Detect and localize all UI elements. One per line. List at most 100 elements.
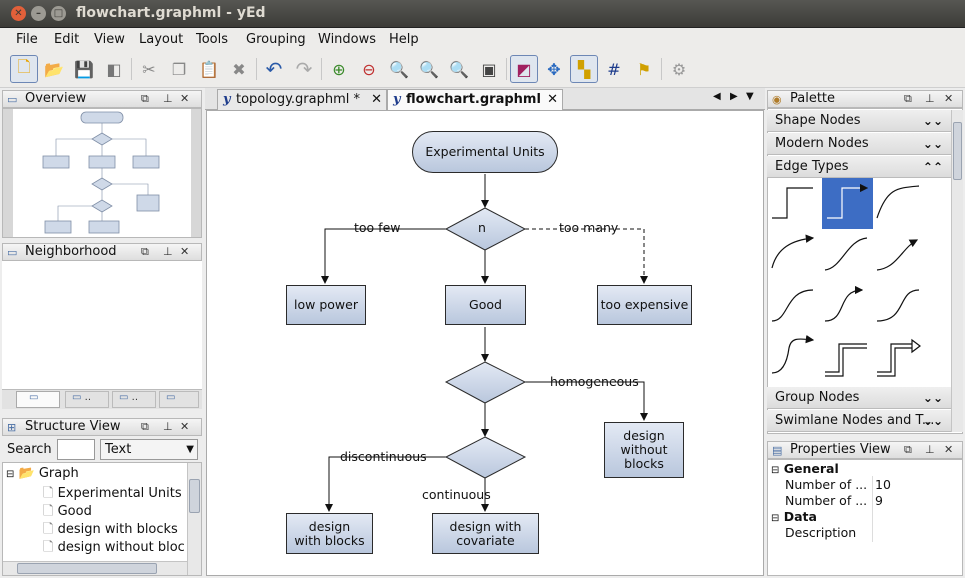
new-document-icon[interactable]: 🗋	[10, 55, 38, 83]
node-too-expensive[interactable]: too expensive	[597, 285, 692, 325]
tab-topology[interactable]: y topology.graphml * ✕	[217, 89, 387, 110]
neighborhood-view	[2, 261, 202, 389]
tree-item[interactable]: 🗋 Good	[43, 504, 92, 519]
pin-icon[interactable]: ⊥	[925, 92, 935, 105]
palette-section-modern-nodes[interactable]: Modern Nodes⌄⌄	[767, 133, 951, 155]
close-tab-icon[interactable]: ✕	[547, 92, 558, 107]
redo-icon[interactable]: ↷	[295, 57, 313, 81]
palette-section-swimlane-nodes[interactable]: Swimlane Nodes and T...⌄⌄	[767, 410, 951, 432]
edge-types-grid[interactable]	[767, 178, 951, 384]
neighborhood-tab-2[interactable]: ▭ ..	[65, 391, 109, 408]
menu-view[interactable]: View	[94, 32, 125, 47]
collapse-icon: ⌃⌃	[922, 160, 943, 174]
document-icon: 🗋	[43, 486, 54, 501]
close-icon[interactable]: ✕	[944, 92, 954, 105]
tree-item[interactable]: 🗋 design without bloc	[43, 540, 185, 555]
tab-list-icon[interactable]: ▼	[746, 91, 754, 102]
edge-type-orthogonal-arrow	[827, 183, 869, 219]
close-icon[interactable]: ✕	[180, 420, 190, 433]
pin-icon[interactable]: ⊥	[163, 245, 173, 258]
node-design-with-blocks[interactable]: design with blocks	[286, 513, 373, 554]
palette-section-edge-types[interactable]: Edge Types⌃⌃	[767, 156, 951, 178]
property-value[interactable]: 10	[875, 477, 891, 492]
pin-icon[interactable]: ⊥	[925, 443, 935, 456]
zoom-original-icon[interactable]: 🔍	[389, 59, 409, 79]
menu-tools[interactable]: Tools	[196, 32, 229, 47]
menu-file[interactable]: File	[16, 32, 38, 47]
properties-group-data[interactable]: ⊟ Data	[771, 509, 817, 524]
zoom-in-icon[interactable]: ⊕	[332, 59, 346, 79]
palette-section-shape-nodes[interactable]: Shape Nodes⌄⌄	[767, 110, 951, 132]
restore-icon[interactable]: ⧉	[141, 92, 149, 105]
tab-flowchart[interactable]: y flowchart.graphml ✕	[387, 89, 563, 110]
tree-item[interactable]: 🗋 design with blocks	[43, 522, 178, 537]
tree-item[interactable]: 🗋 Experimental Units	[43, 486, 182, 501]
restore-icon[interactable]: ⧉	[141, 420, 149, 433]
close-window-button[interactable]: ✕	[11, 6, 26, 21]
decision-node-n	[444, 207, 527, 251]
neighborhood-tab-3[interactable]: ▭ ..	[112, 391, 156, 408]
properties-group-general[interactable]: ⊟ General	[771, 461, 839, 476]
snap-lines-icon[interactable]: ▚	[570, 55, 598, 83]
maximize-window-button[interactable]: □	[51, 6, 66, 21]
neighborhood-panel-header: ▭ Neighborhood ⧉ ⊥ ✕	[2, 243, 202, 261]
close-icon[interactable]: ✕	[180, 92, 190, 105]
close-tab-icon[interactable]: ✕	[371, 92, 382, 107]
menu-layout[interactable]: Layout	[139, 32, 184, 47]
menu-help[interactable]: Help	[389, 32, 419, 47]
cut-icon[interactable]: ✂	[142, 59, 156, 79]
tab-scroll-right-icon[interactable]: ▶	[730, 91, 738, 102]
node-experimental-units[interactable]: Experimental Units	[412, 131, 558, 173]
orthogonal-edges-icon[interactable]: ⚑	[636, 59, 652, 79]
restore-icon[interactable]: ⧉	[904, 443, 912, 456]
close-icon[interactable]: ✕	[944, 443, 954, 456]
scrollbar-thumb[interactable]	[953, 122, 962, 180]
property-value[interactable]: 9	[875, 493, 883, 508]
fit-content-icon[interactable]: ▣	[481, 59, 497, 79]
tree-vertical-scrollbar[interactable]	[187, 463, 201, 575]
folder-icon: 📂	[18, 466, 35, 481]
scrollbar-thumb[interactable]	[189, 479, 200, 513]
neighborhood-tab-1[interactable]: ▭	[16, 391, 60, 408]
neighborhood-tab-4[interactable]: ▭	[159, 391, 199, 408]
paste-icon[interactable]: 📋	[199, 59, 219, 79]
navigate-mode-icon[interactable]: ✥	[547, 59, 561, 79]
open-folder-icon[interactable]: 📂	[44, 59, 64, 79]
restore-icon[interactable]: ⧉	[904, 92, 912, 105]
node-design-with-covariate[interactable]: design with covariate	[432, 513, 539, 554]
close-icon[interactable]: ✕	[180, 245, 190, 258]
document-icon: 🗋	[43, 540, 54, 555]
zoom-fit-icon[interactable]: 🔍	[419, 59, 439, 79]
save-icon[interactable]: 💾	[74, 59, 94, 79]
node-low-power[interactable]: low power	[286, 285, 366, 325]
scrollbar-thumb[interactable]	[17, 563, 157, 574]
copy-icon[interactable]: ❐	[171, 59, 187, 79]
search-filter-select[interactable]: Text ▼	[100, 439, 198, 460]
delete-icon[interactable]: ✖	[232, 59, 246, 79]
title-bar: ✕ – □ flowchart.graphml - yEd	[0, 0, 965, 28]
node-design-without-blocks[interactable]: design without blocks	[604, 422, 684, 478]
edit-mode-icon[interactable]: ◩	[510, 55, 538, 83]
plugin-icon[interactable]: ⚙	[671, 59, 687, 79]
grid-icon[interactable]: #	[607, 59, 621, 79]
node-good[interactable]: Good	[445, 285, 526, 325]
overview-view[interactable]	[2, 108, 202, 238]
pin-icon[interactable]: ⊥	[163, 420, 173, 433]
menu-edit[interactable]: Edit	[54, 32, 80, 47]
search-input[interactable]	[57, 439, 95, 460]
graph-canvas[interactable]: Experimental Units n low power Good too …	[206, 110, 764, 576]
minimize-window-button[interactable]: –	[31, 6, 46, 21]
pin-icon[interactable]: ⊥	[163, 92, 173, 105]
undo-icon[interactable]: ↶	[265, 57, 283, 81]
tree-root[interactable]: ⊟ 📂 Graph	[6, 466, 79, 481]
menu-grouping[interactable]: Grouping	[246, 32, 306, 47]
zoom-out-icon[interactable]: ⊖	[362, 59, 376, 79]
export-icon[interactable]: ◧	[106, 59, 122, 79]
tree-horizontal-scrollbar[interactable]	[3, 561, 187, 575]
zoom-selection-icon[interactable]: 🔍	[449, 59, 469, 79]
menu-windows[interactable]: Windows	[318, 32, 377, 47]
palette-scrollbar[interactable]	[951, 110, 963, 432]
palette-section-group-nodes[interactable]: Group Nodes⌄⌄	[767, 387, 951, 409]
restore-icon[interactable]: ⧉	[141, 245, 149, 258]
tab-scroll-left-icon[interactable]: ◀	[713, 91, 721, 102]
